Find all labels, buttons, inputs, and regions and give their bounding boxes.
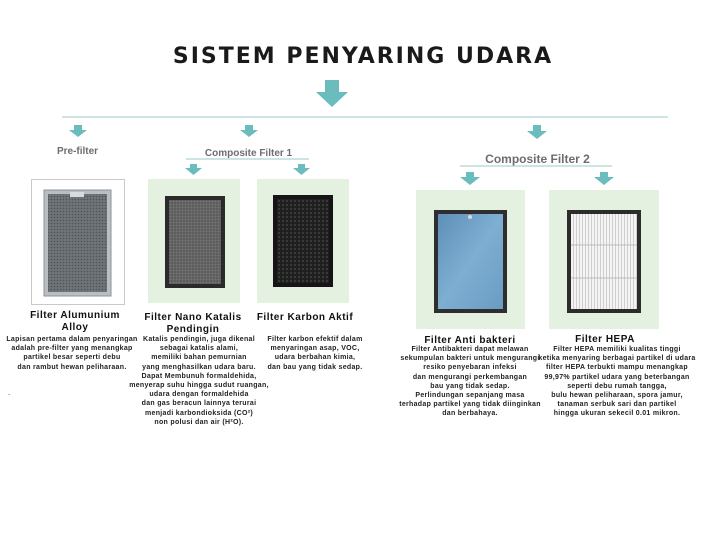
nano-catalyst-filter-image <box>165 196 225 288</box>
filter-alumunium-desc: Lapisan pertama dalam penyaringan adalah… <box>6 336 138 371</box>
alumunium-panel <box>31 179 125 305</box>
activated-carbon-filter-image <box>273 195 333 287</box>
page-title: SISTEM PENYARING UDARA <box>172 44 554 69</box>
hepa-panel <box>549 190 659 329</box>
filter-nano-katalis-desc: Katalis pendingin, juga dikenal sebagai … <box>129 336 269 426</box>
aluminium-mesh-filter-image <box>43 189 112 297</box>
filter-alumunium-title: Filter Alumunium Alloy <box>30 310 120 333</box>
prefilter-down-arrow-icon <box>69 125 87 137</box>
composite2-down-arrow-icon <box>527 125 547 139</box>
prefilter-label: Pre-filter <box>56 146 99 157</box>
nano-katalis-down-arrow-icon <box>185 164 202 175</box>
karbon-panel <box>257 179 349 303</box>
composite1-down-arrow-icon <box>240 125 258 137</box>
nano-katalis-panel <box>148 179 240 303</box>
anti-bakteri-panel <box>416 190 525 329</box>
main-down-arrow-icon <box>316 80 348 107</box>
filter-karbon-desc: Filter karbon efektif dalam menyaringan … <box>267 336 363 371</box>
filter-karbon-title: Filter Karbon Aktif <box>256 312 354 323</box>
composite1-label: Composite Filter 1 <box>204 148 293 159</box>
filter-nano-katalis-title: Filter Nano Katalis Pendingin <box>144 312 242 335</box>
hepa-down-arrow-icon <box>594 172 614 185</box>
filter-anti-bakteri-desc: Filter Antibakteri dapat melawan sekumpu… <box>399 346 541 418</box>
filter-hepa-title: Filter HEPA <box>575 334 635 345</box>
stray-mark: . <box>8 388 11 397</box>
filter-hepa-desc: Filter HEPA memiliki kualitas tinggi ket… <box>538 346 696 418</box>
composite2-label: Composite Filter 2 <box>485 152 590 166</box>
filter-anti-bakteri-title: Filter Anti bakteri <box>424 335 516 346</box>
hepa-filter-image <box>567 210 641 313</box>
anti-bakteri-down-arrow-icon <box>460 172 480 185</box>
karbon-down-arrow-icon <box>293 164 310 175</box>
antibacterial-filter-image <box>434 210 507 313</box>
